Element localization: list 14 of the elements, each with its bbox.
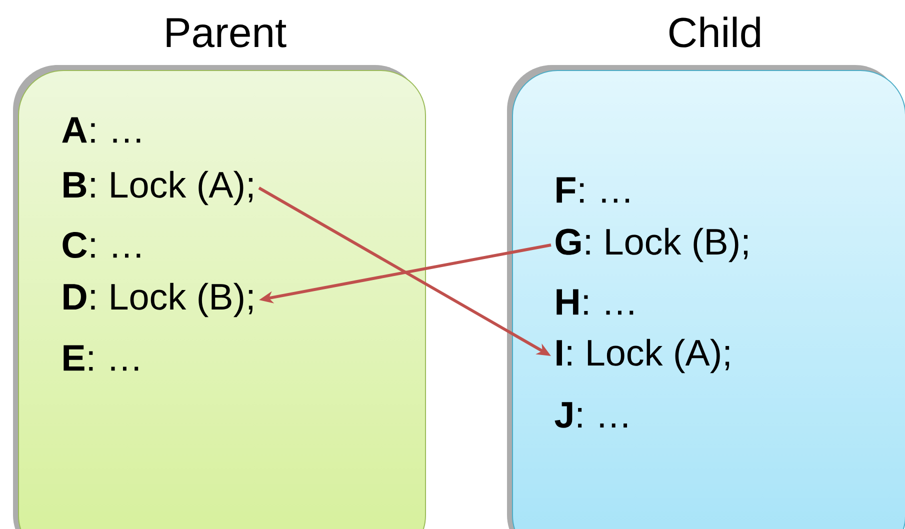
code-line: G: Lock (B); [556, 228, 748, 262]
code-line: I: Lock (A); [556, 338, 730, 374]
code-line: J: … [554, 402, 628, 428]
panel-title: Parent [166, 18, 286, 48]
code-line: F: … [556, 177, 630, 203]
panel-title: Child [669, 16, 760, 48]
panel-box [13, 65, 426, 529]
code-line: A: … [62, 117, 140, 143]
code-line: E: … [64, 345, 138, 371]
code-line: D: Lock (B); [64, 282, 252, 318]
panel-box [507, 65, 905, 529]
code-line: B: Lock (A); [64, 170, 252, 206]
code-line: H: … [556, 289, 634, 315]
code-line: C: … [62, 232, 140, 258]
